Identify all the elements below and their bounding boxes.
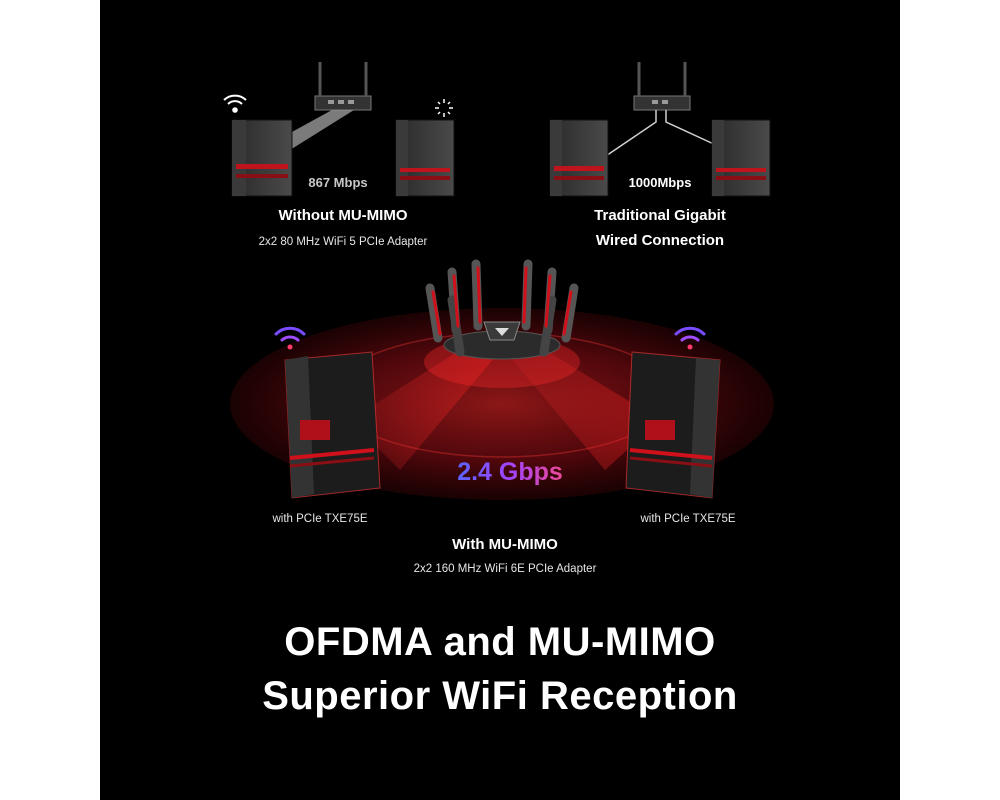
left-adapter-caption: with PCIe TXE75E	[272, 513, 368, 525]
signal-burst-icon	[435, 99, 453, 117]
mu-mimo-title: With MU-MIMO	[452, 536, 558, 553]
headline-line2: Superior WiFi Reception	[262, 674, 738, 718]
top-right-speed-label: 1000Mbps	[628, 175, 692, 190]
top-left-title: Without MU-MIMO	[278, 207, 408, 224]
illustration	[223, 62, 774, 500]
left-wifi-icon	[274, 326, 306, 350]
top-left-speed-label: 867 Mbps	[308, 175, 368, 190]
right-beam	[500, 345, 660, 470]
top-right-router-icon	[633, 62, 691, 111]
top-right-title-line2: Wired Connection	[595, 232, 725, 249]
top-left-pc-case-icon	[231, 119, 293, 197]
wired-right-pc-case-icon	[711, 119, 771, 197]
gaming-router-icon	[425, 259, 579, 360]
top-left-wifi-icon	[223, 94, 247, 113]
mu-mimo-speed-label: 2.4 Gbps	[445, 458, 575, 487]
top-left-subtitle: 2x2 80 MHz WiFi 5 PCIe Adapter	[258, 236, 428, 248]
right-mimo-pc-case-icon	[625, 351, 721, 499]
headline-line1: OFDMA and MU-MIMO	[284, 620, 716, 664]
left-mimo-pc-case-icon	[284, 351, 381, 499]
top-right-title-line1: Traditional Gigabit	[594, 207, 726, 224]
mu-mimo-subtitle: 2x2 160 MHz WiFi 6E PCIe Adapter	[413, 563, 597, 575]
right-adapter-caption: with PCIe TXE75E	[640, 513, 736, 525]
top-right-of-left-pc-case-icon	[395, 119, 455, 197]
top-left-router-icon	[314, 62, 372, 111]
ethernet-cables	[599, 110, 719, 161]
wired-left-pc-case-icon	[549, 119, 609, 197]
left-beam	[350, 345, 505, 470]
infographic-panel: 867 Mbps Without MU-MIMO 2x2 80 MHz WiFi…	[100, 0, 900, 800]
right-wifi-icon	[674, 326, 706, 350]
